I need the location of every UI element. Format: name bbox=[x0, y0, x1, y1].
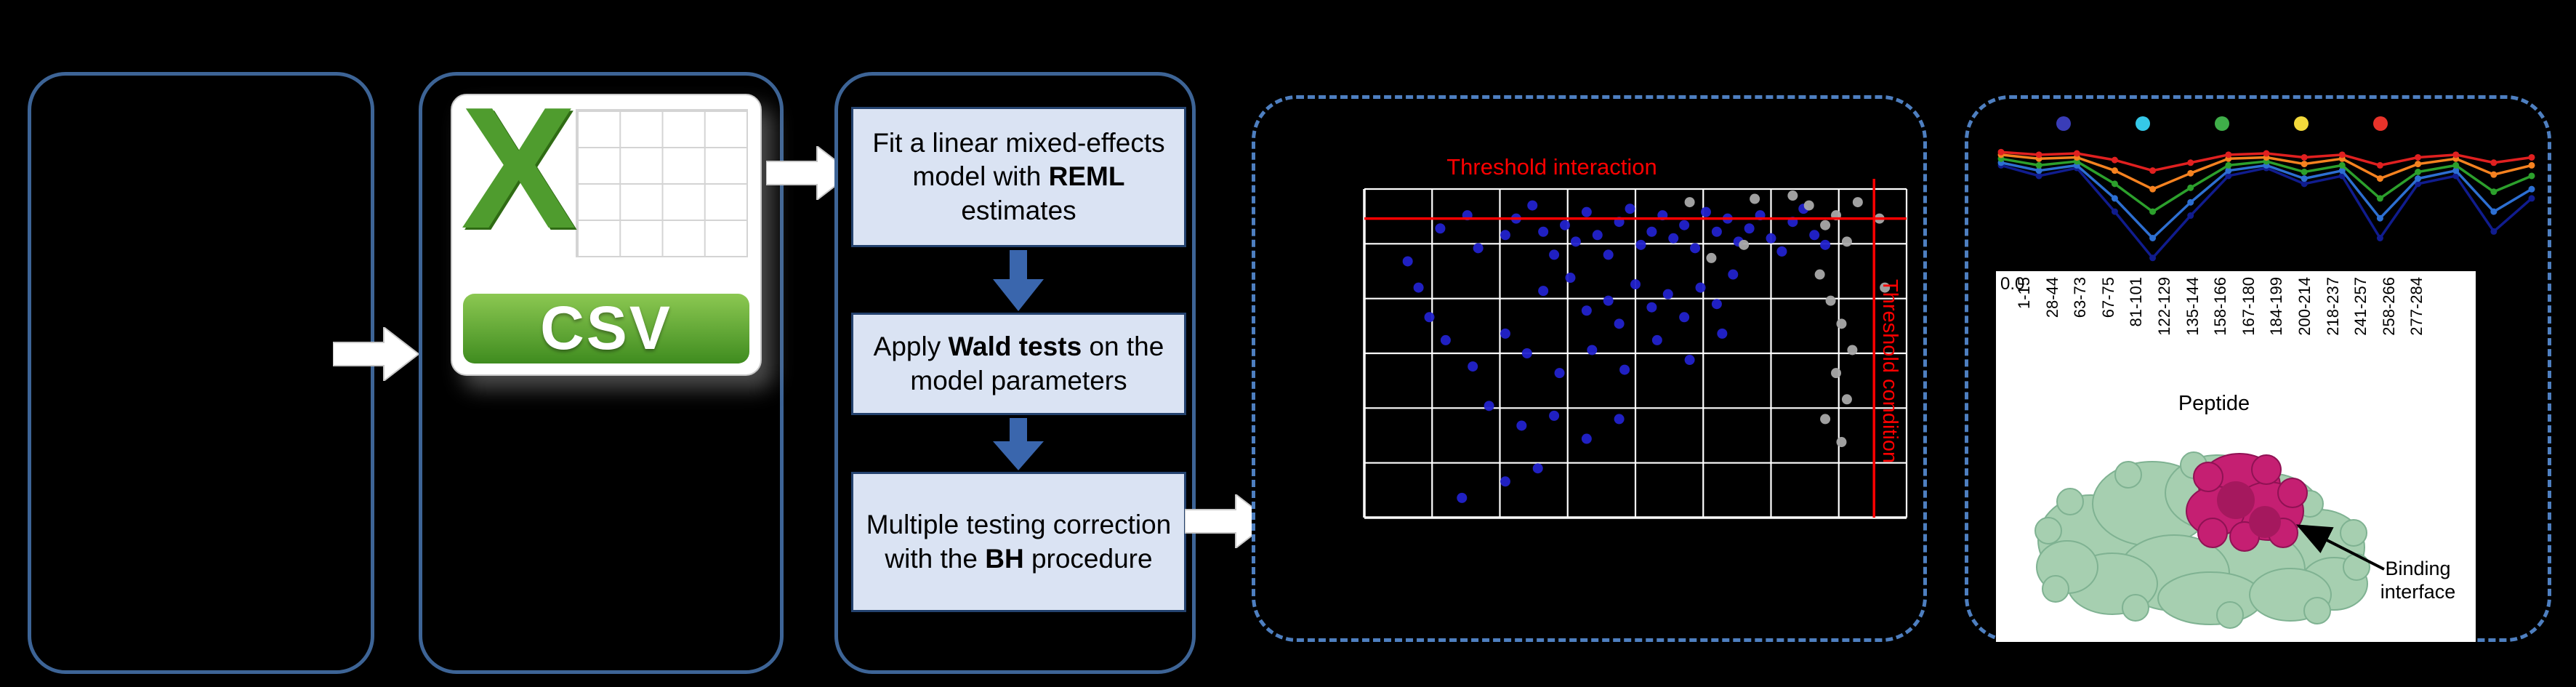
down-arrow-icon bbox=[993, 250, 1044, 311]
step-text-segment: Fit a linear mixed-effects model with bbox=[872, 127, 1165, 192]
step-wald-box: Apply Wald tests on the model parameters bbox=[851, 313, 1186, 415]
step-reml-text: Fit a linear mixed-effects model with RE… bbox=[864, 126, 1174, 228]
flow-arrow-1 bbox=[333, 327, 419, 381]
series-green bbox=[1997, 155, 2535, 215]
binding-site-shading bbox=[2217, 481, 2281, 538]
significance-scatter-plot bbox=[1363, 179, 1908, 519]
csv-badge: CSV bbox=[462, 293, 750, 363]
series-red bbox=[1997, 148, 2535, 174]
step-text-segment: Multiple testing correction with the bbox=[866, 509, 1172, 574]
threshold-condition-label: Threshold condition bbox=[1878, 279, 1901, 464]
step-text-segment: Apply bbox=[873, 331, 949, 361]
peptide-axis-title: Peptide bbox=[2178, 392, 2250, 415]
step-text-segment: estimates bbox=[961, 195, 1076, 225]
series-navy bbox=[1997, 161, 2535, 262]
annotation-arrow-line bbox=[2295, 524, 2385, 571]
step-text-bold: BH bbox=[985, 543, 1024, 574]
threshold-interaction-label: Threshold interaction bbox=[1446, 154, 1657, 180]
scatter-grid bbox=[1363, 188, 1908, 519]
step-reml-box: Fit a linear mixed-effects model with RE… bbox=[851, 107, 1186, 247]
binding-interface-label: Binding interface bbox=[2380, 558, 2456, 603]
right-arrow-icon bbox=[333, 327, 419, 381]
spreadsheet-grid-icon bbox=[575, 109, 748, 257]
csv-file-icon: X CSV bbox=[451, 73, 762, 376]
step-text-segment: procedure bbox=[1023, 543, 1153, 574]
step-text-bold: REML bbox=[1048, 161, 1125, 192]
step-bh-box: Multiple testing correction with the BH … bbox=[851, 472, 1186, 612]
flow-down-arrow-2 bbox=[993, 418, 1044, 470]
uptake-line-chart bbox=[1997, 116, 2535, 262]
gray-points bbox=[1684, 190, 1891, 448]
excel-x-icon: X bbox=[461, 72, 576, 265]
flow-down-arrow-1 bbox=[993, 250, 1044, 311]
step-bh-text: Multiple testing correction with the BH … bbox=[866, 508, 1172, 576]
panel-csv: X CSV bbox=[419, 72, 784, 674]
step-text-segment: on the model parameters bbox=[910, 331, 1164, 395]
down-arrow-icon bbox=[993, 418, 1044, 470]
binding-annotation-arrow bbox=[2295, 524, 2385, 571]
series-blue bbox=[1997, 159, 2535, 241]
panel-input bbox=[28, 72, 374, 674]
y-axis-tick: 0.0 bbox=[2000, 274, 2025, 294]
blue-points bbox=[1402, 200, 1831, 503]
panel-stats-workflow: Fit a linear mixed-effects model with RE… bbox=[834, 72, 1196, 674]
panel-scatter-output: Threshold interaction Threshold conditio… bbox=[1252, 95, 1927, 642]
step-text-bold: Wald tests bbox=[948, 331, 1082, 361]
legend-dots bbox=[2056, 116, 2388, 131]
step-wald-text: Apply Wald tests on the model parameters bbox=[864, 330, 1174, 398]
